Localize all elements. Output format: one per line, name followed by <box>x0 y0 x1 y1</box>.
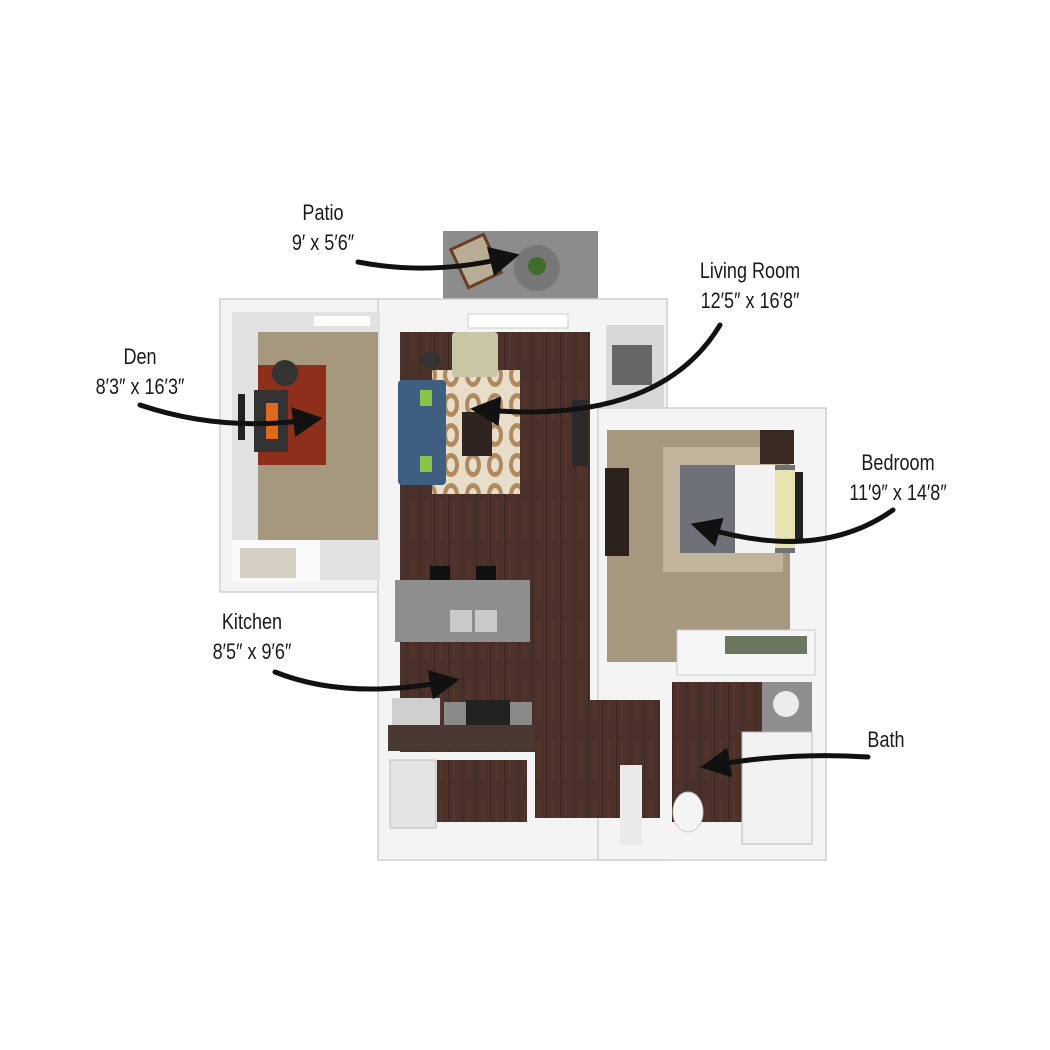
den-label: Den 8′3″ x 16′3″ <box>66 342 214 402</box>
bath-label: Bath <box>845 725 927 755</box>
room-dimensions: 8′3″ x 16′3″ <box>95 374 185 399</box>
bedroom-arrow <box>690 507 896 547</box>
living-room-arrow <box>470 322 723 427</box>
room-name: Den <box>123 344 157 369</box>
patio-arrow <box>355 246 520 277</box>
kitchen-arrow <box>272 669 460 700</box>
room-dimensions: 12′5″ x 16′8″ <box>700 288 800 313</box>
room-dimensions: 11′9″ x 14′8″ <box>849 480 947 505</box>
patio-label: Patio 9′ x 5′6″ <box>257 198 388 258</box>
room-name: Bedroom <box>861 450 935 475</box>
room-name: Bath <box>867 727 905 752</box>
den-arrow <box>137 402 323 437</box>
kitchen <box>388 566 534 829</box>
room-name: Patio <box>302 200 344 225</box>
bedroom <box>605 430 816 676</box>
room-dimensions: 9′ x 5′6″ <box>291 230 355 255</box>
bath-arrow <box>700 747 871 778</box>
living-room-label: Living Room 12′5″ x 16′8″ <box>676 256 824 316</box>
bedroom-label: Bedroom 11′9″ x 14′8″ <box>824 448 972 508</box>
room-name: Kitchen <box>221 609 283 634</box>
pointer-arrows <box>137 246 896 778</box>
den <box>232 312 380 582</box>
water-heater <box>612 345 652 385</box>
kitchen-label: Kitchen 8′5″ x 9′6″ <box>178 607 326 667</box>
room-dimensions: 8′5″ x 9′6″ <box>212 639 292 664</box>
room-name: Living Room <box>699 258 801 283</box>
